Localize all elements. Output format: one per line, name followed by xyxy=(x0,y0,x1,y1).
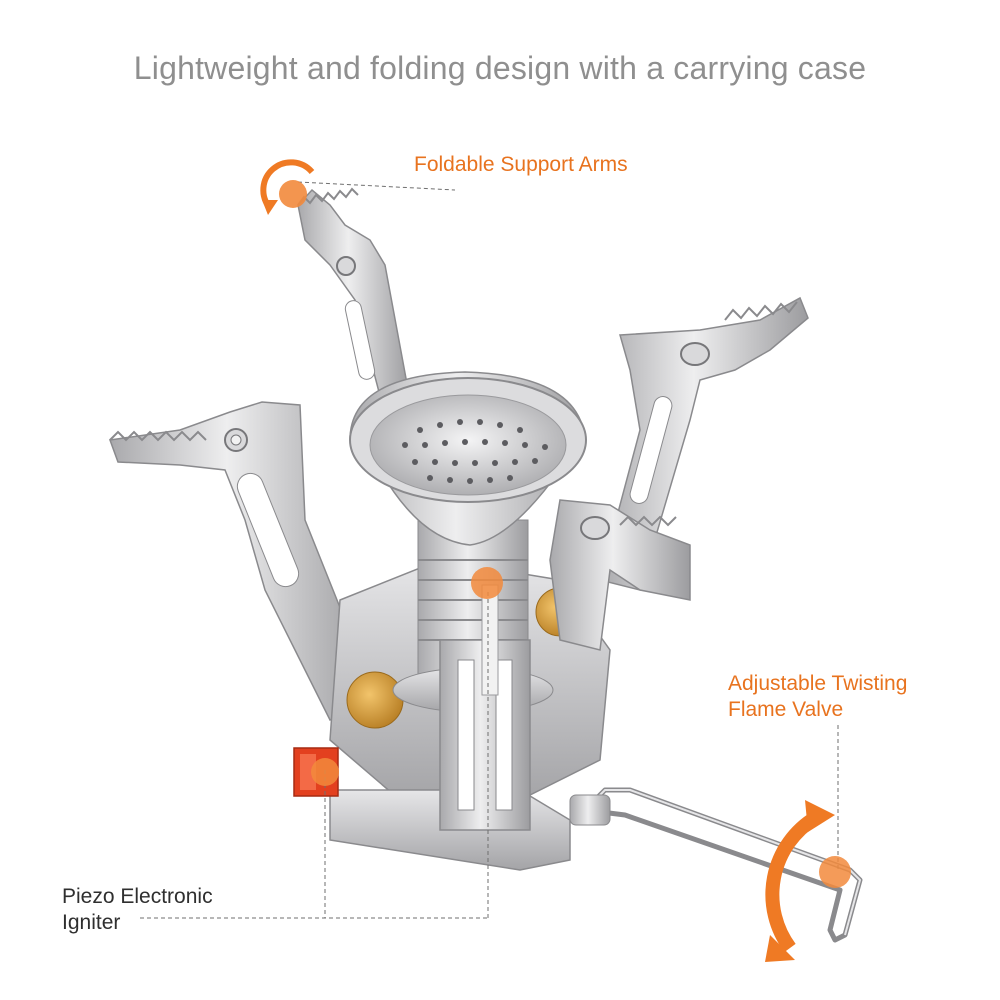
flame-valve-handle xyxy=(569,787,863,943)
label-igniter-line1: Piezo Electronic xyxy=(62,885,213,908)
label-valve-line1: Adjustable Twisting xyxy=(728,672,908,695)
rotate-arrow-icon xyxy=(260,159,315,210)
callout-dot xyxy=(471,567,503,599)
callout-dot xyxy=(311,758,339,786)
callout-dot xyxy=(279,180,307,208)
label-igniter-line2: Igniter xyxy=(62,911,121,934)
support-arm-left xyxy=(108,401,371,722)
igniter-housing xyxy=(293,584,571,871)
callout-igniter xyxy=(140,567,503,919)
headline: Lightweight and folding design with a ca… xyxy=(133,50,867,86)
support-arm-front-right xyxy=(549,499,691,651)
support-arm-right xyxy=(599,296,809,591)
burner-head xyxy=(349,371,587,546)
support-arm-back-left xyxy=(297,187,411,417)
callout-dot xyxy=(819,856,851,888)
label-valve-line2: Flame Valve xyxy=(728,698,844,721)
rotate-arrow-icon xyxy=(765,812,819,953)
label-support-arms: Foldable Support Arms xyxy=(414,153,628,176)
callout-support-arms xyxy=(260,159,456,215)
callout-flame-valve xyxy=(765,725,851,962)
